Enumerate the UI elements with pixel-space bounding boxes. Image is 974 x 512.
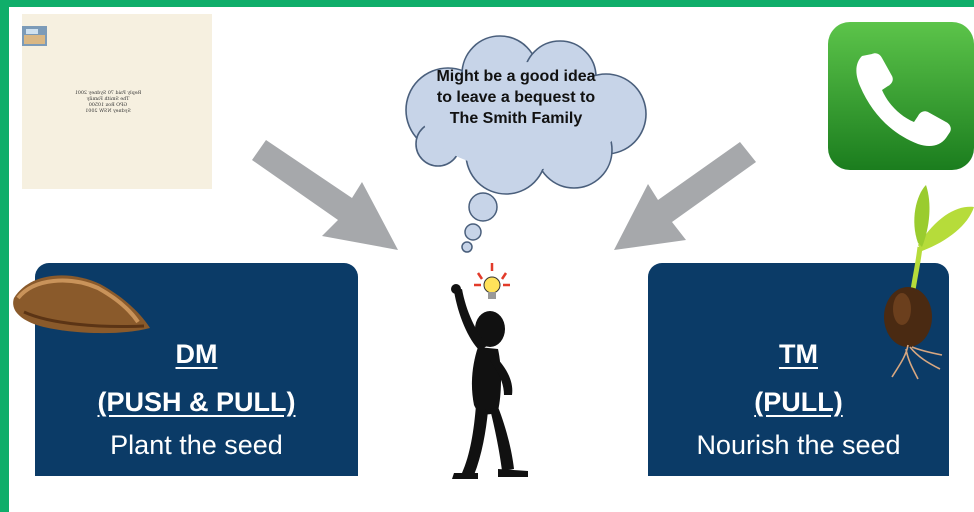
tm-subtitle: Nourish the seed [696, 430, 901, 460]
frame-top-border [0, 0, 974, 7]
frame-left-border [0, 0, 9, 512]
stamp-icon [22, 26, 47, 46]
envelope-icon: Reply Paid 70 Sydney 2001 The Smith Fami… [22, 14, 212, 189]
thought-bubble-text: Might be a good idea to leave a bequest … [436, 68, 596, 127]
envelope-address-line: Sydney NSW 2001 [85, 109, 131, 114]
seed-icon [13, 275, 150, 334]
sprout-icon [884, 185, 974, 380]
envelope-address: Reply Paid 70 Sydney 2001 The Smith Fami… [68, 91, 148, 115]
dm-title: DM [175, 339, 218, 369]
arrow-to-person-left [252, 140, 398, 250]
dm-subtitle: Plant the seed [110, 430, 283, 460]
phone-icon [828, 22, 974, 170]
thought-cloud-icon [405, 35, 647, 195]
tm-method: (PULL) [754, 387, 843, 417]
arrow-to-person-right [614, 142, 756, 250]
tm-title: TM [779, 339, 818, 369]
thought-bubble-dots-icon [461, 192, 498, 253]
thinking-person-icon [451, 263, 528, 479]
tm-box: TM (PULL) Nourish the seed [648, 263, 949, 476]
dm-method: (PUSH & PULL) [97, 387, 296, 417]
